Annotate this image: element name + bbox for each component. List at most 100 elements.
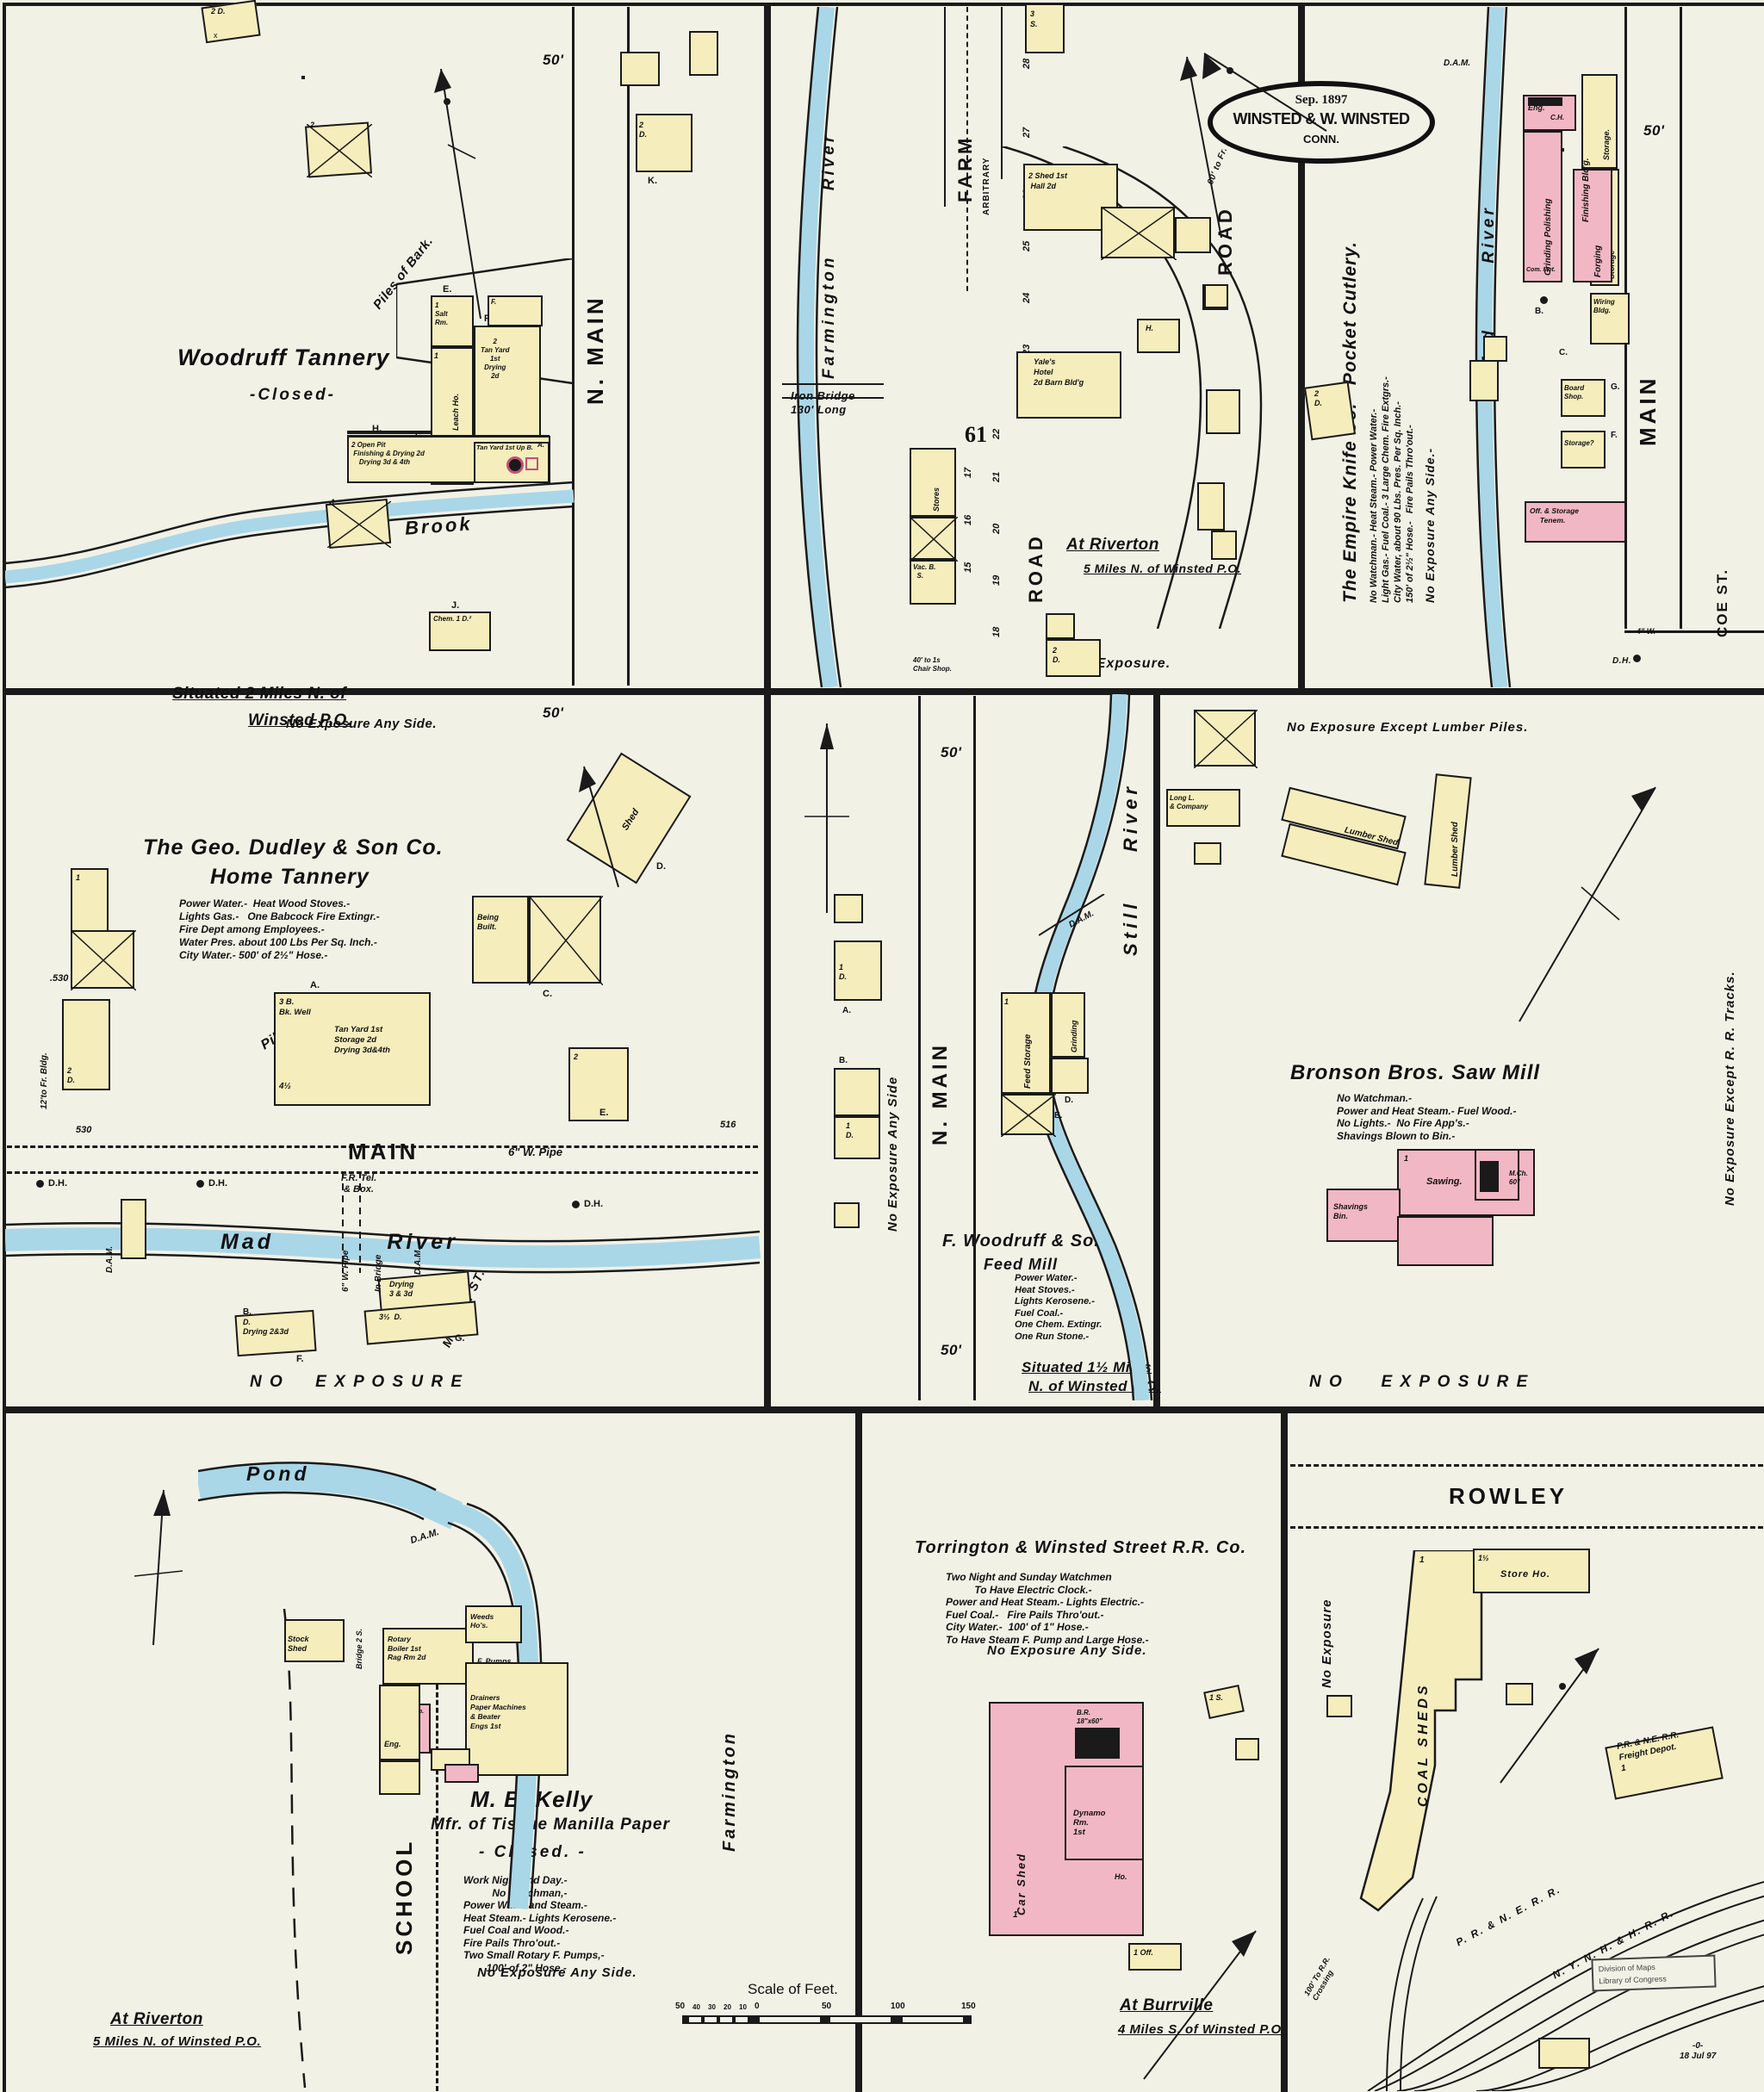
empire-office-label: Off. & Storage Tenem. <box>1530 506 1579 525</box>
kelly-at-riverton: At Riverton <box>110 2010 203 2028</box>
feed-storage-label: Feed Storage <box>1023 1034 1033 1089</box>
kelly-bldg-eng <box>379 1685 420 1760</box>
feed-grinding-label: Grinding <box>1070 1020 1078 1053</box>
empire-storage-q-label: Storage? <box>1564 439 1594 447</box>
farmington-river-label: Farmington River <box>820 132 838 379</box>
farm-road-number-27: 27 <box>1022 127 1032 138</box>
bronson-bldg-lower <box>1397 1216 1494 1266</box>
rowley-bldg-bottom-small <box>1538 2038 1590 2069</box>
dudley-bldg-being-built <box>472 896 529 984</box>
dudley-label-C: C. <box>543 989 552 999</box>
empire-width-50: 50' <box>1643 122 1665 139</box>
scale-bar-seg-2 <box>705 2017 717 2022</box>
tannery-bldg-k3 <box>636 114 693 172</box>
feed-dam-line <box>1039 894 1105 936</box>
bronson-boiler-block <box>1480 1161 1499 1192</box>
empire-bldg-wiring <box>1590 293 1630 345</box>
feed-bldg-left-1 <box>834 894 863 923</box>
dudley-specs: Power Water.- Heat Wood Stoves.- Lights … <box>179 897 380 961</box>
dudley-bldg-left-3 <box>62 999 110 1090</box>
farm-bldg-h-2 <box>1137 319 1180 353</box>
dudley-drying-3-label: D. Drying 2&3d <box>243 1318 289 1336</box>
kelly-eng-label: Eng. <box>384 1740 401 1748</box>
farm-street-right <box>1001 7 1003 179</box>
farm-bldg-vac <box>910 560 956 605</box>
street-label-farm: FARM <box>954 134 976 202</box>
kelly-bldg-stock-shed <box>284 1619 345 1662</box>
kelly-bldg-drainers <box>465 1662 568 1776</box>
dudley-label-F2: F. <box>296 1354 304 1364</box>
tannery-label-J: J. <box>451 600 460 611</box>
kelly-specs: Work Night and Day.- No Watchman,- Power… <box>463 1874 617 1974</box>
farm-bldg-3s-text: 3 S. <box>1030 9 1038 28</box>
empire-storage-top-label: Storage. <box>1602 128 1611 160</box>
farm-bldg-right-small4 <box>1204 284 1228 308</box>
bronson-long-l-label: Long L. & Company <box>1170 794 1208 810</box>
dudley-num-530a: .530 <box>50 973 69 984</box>
cartouche-state: CONN. <box>1303 133 1339 146</box>
rowley-coal-shed-num: 1 <box>1419 1555 1425 1565</box>
farm-bldg-h2-text: H. <box>1146 324 1153 332</box>
tannery-A-text: Tan Yard 1st Up B. <box>476 444 533 451</box>
woodruff-situated-line2: Winsted P.O. <box>248 711 352 729</box>
block-number-61: 61 <box>965 422 987 447</box>
scale-bar-seg-1 <box>689 2017 701 2022</box>
dudley-main-dash-top <box>7 1145 758 1148</box>
tannery-bldg-salt-rm <box>431 295 474 347</box>
bronson-crossed-top-lines <box>1194 710 1258 768</box>
kelly-school-dash-left <box>436 1654 438 2091</box>
tannery-crossed-lines <box>307 124 372 177</box>
feed-bldg-left-5 <box>834 1202 860 1228</box>
bronson-bldg-long-l <box>1166 789 1240 827</box>
dudley-label-E: E. <box>599 1108 609 1118</box>
library-of-congress-stamp: Division of Maps Library of Congress <box>1591 1954 1717 1992</box>
feed-mill-title-1: F. Woodruff & Son <box>942 1232 1106 1251</box>
bronson-specs: No Watchman.- Power and Heat Steam.- Fue… <box>1337 1092 1517 1142</box>
bronson-mch-label: M.Ch. 60" <box>1509 1170 1528 1186</box>
kelly-f-pumps-label: F. Pumps <box>477 1657 512 1666</box>
kelly-drainers-label: Drainers Paper Machines & Beater Engs 1s… <box>470 1693 526 1730</box>
empire-eng-label: Eng. <box>1528 103 1545 112</box>
bronson-bldg-small-1 <box>1194 842 1221 865</box>
north-arrow-empire <box>1202 53 1327 132</box>
kelly-stock-shed-label: Stock Shed <box>288 1635 309 1653</box>
dudley-num-530b: 530 <box>76 1125 92 1135</box>
bronson-bldg-shavings-bin <box>1326 1189 1401 1242</box>
tannery-leach-num: 1 <box>434 351 439 360</box>
farm-bldg-crossed-1-lines <box>1101 207 1177 260</box>
tannery-bldg-tan-yard <box>474 326 541 442</box>
feed-storage-num: 1 <box>1004 997 1009 1006</box>
dudley-pipe-label: 6" W. Pipe <box>508 1145 562 1158</box>
woodruff-situated-line1: Situated 2 Miles N. of <box>172 685 347 703</box>
tannery-near-brook-num: 1 <box>331 498 336 506</box>
feed-label-A: A. <box>842 1006 851 1015</box>
feed-label-D2: 1 D. <box>846 1121 854 1139</box>
bronson-note-bottom: N O E X P O S U R E <box>1309 1373 1530 1391</box>
dudley-tan-yard-4: 4½ <box>279 1082 291 1091</box>
dudley-dh-1: D.H. <box>48 1178 67 1189</box>
woodruff-width-50-bot: 50' <box>543 705 564 721</box>
dudley-label-G2: G. <box>455 1333 465 1344</box>
farm-bldg-chairshop-text: 40' to 1s Chair Shop. <box>913 656 952 673</box>
empire-board-shop-label: Board Shop. <box>1564 384 1585 400</box>
dudley-dh-3: D.H. <box>584 1199 603 1209</box>
north-arrow-tannery <box>434 68 481 320</box>
feed-width-50-bot: 50' <box>941 1342 962 1358</box>
north-arrow-farm <box>1180 56 1222 239</box>
empire-dam-label: D.A.M. <box>1444 59 1471 68</box>
rowley-street-dash-top <box>1290 1464 1764 1467</box>
street-rr-specs: Two Night and Sunday Watchmen To Have El… <box>946 1571 1149 1646</box>
street-rr-car-shed-label: Car Shed <box>1015 1852 1028 1915</box>
farm-riverton-miles: 5 Miles N. of Winsted P.O. <box>1084 562 1241 575</box>
street-label-main-empire: MAIN <box>1635 375 1661 446</box>
dudley-main-dash-bot <box>7 1171 758 1174</box>
empire-wiring-label: Wiring Bldg. <box>1593 298 1615 314</box>
empire-bldg-finishing <box>1561 148 1564 152</box>
rowley-store-ho-label: Store Ho. <box>1500 1569 1550 1580</box>
street-rr-exposure: No Exposure Any Side. <box>987 1643 1147 1658</box>
feed-left-2-label: 1 D. <box>839 963 847 981</box>
scale-tick-30: 30 <box>708 2003 716 2011</box>
tannery-bldg-j <box>429 611 491 651</box>
woodruff-exposure-note2: No Exposure Any Side. <box>286 717 437 731</box>
n-main-street-edge-right <box>627 7 630 686</box>
